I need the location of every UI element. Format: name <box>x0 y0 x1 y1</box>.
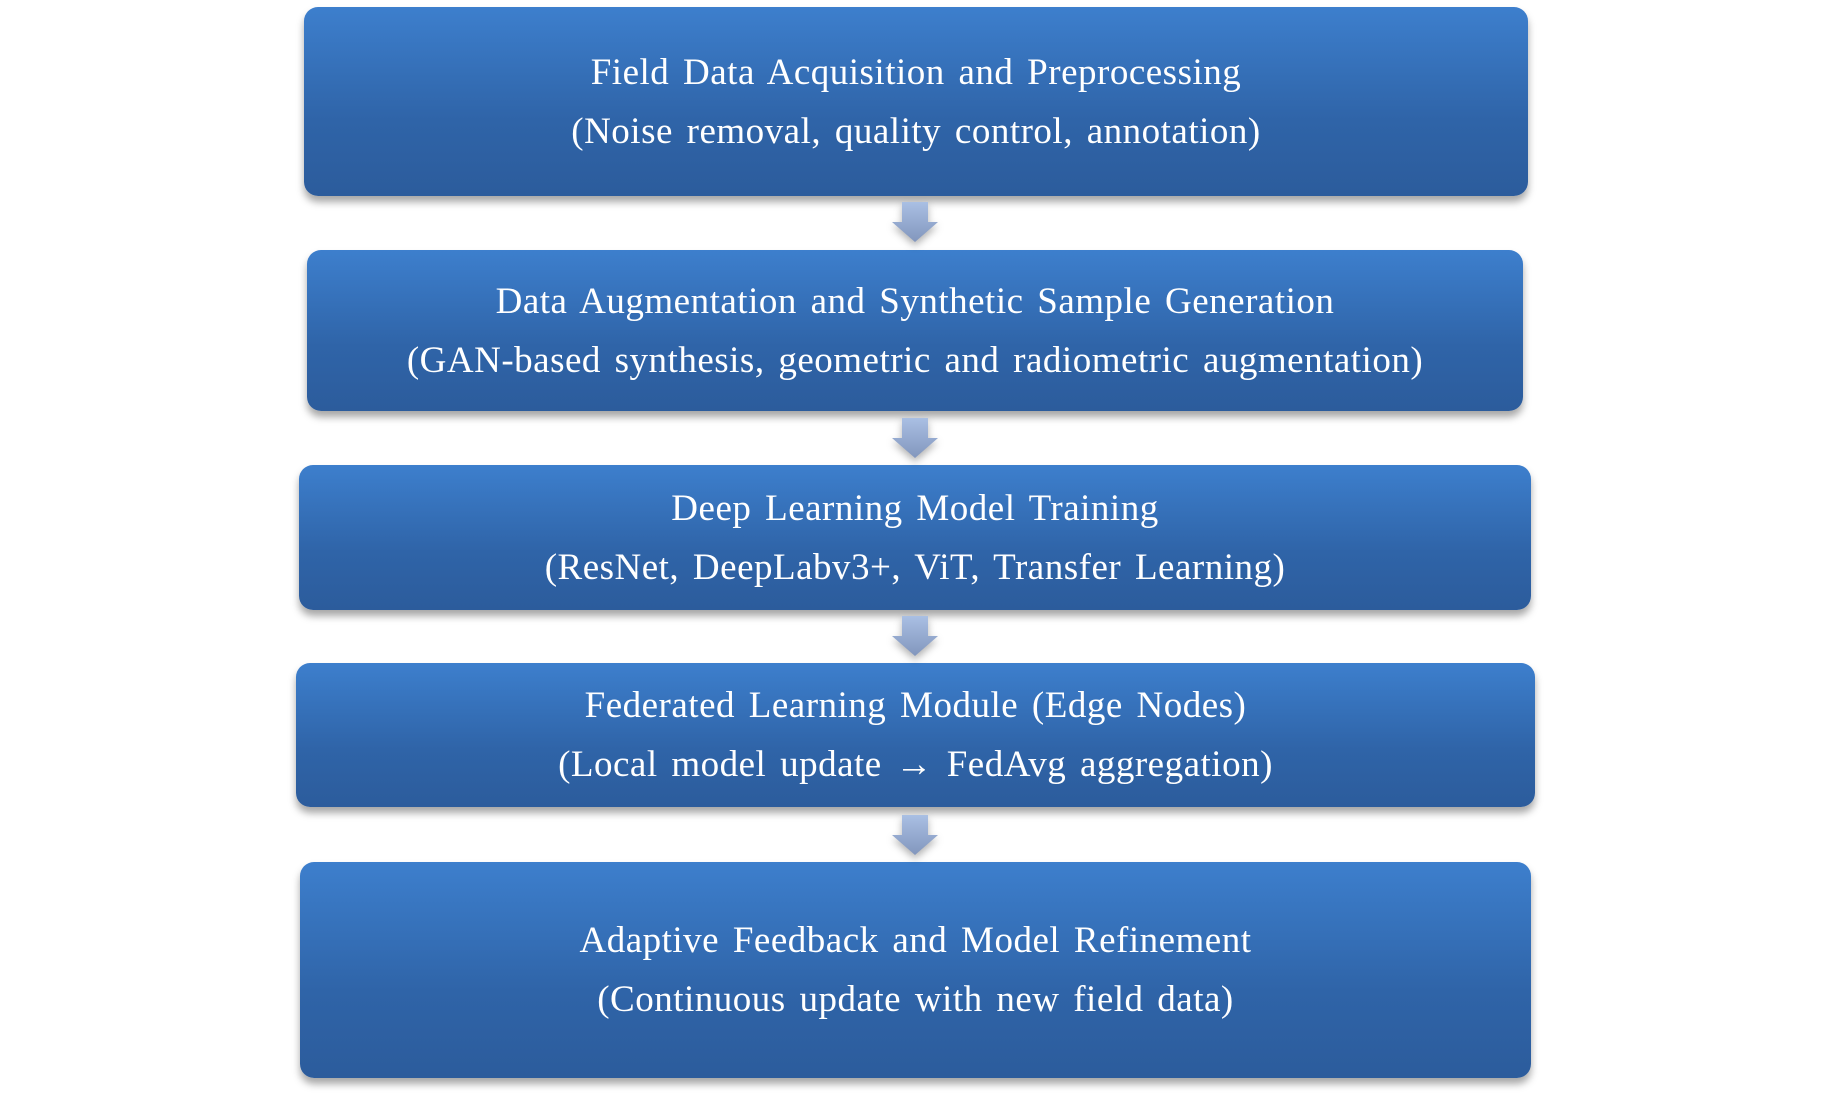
step-title: Field Data Acquisition and Preprocessing <box>590 51 1242 93</box>
step-subtitle: (Noise removal, quality control, annotat… <box>571 110 1261 152</box>
down-arrow-icon <box>892 815 938 855</box>
step-title: Federated Learning Module (Edge Nodes) <box>584 685 1247 726</box>
step-1-box: Field Data Acquisition and Preprocessing… <box>304 7 1528 196</box>
step-subtitle: (ResNet, DeepLabv3+, ViT, Transfer Learn… <box>544 546 1286 588</box>
step-2-box: Data Augmentation and Synthetic Sample G… <box>307 250 1523 411</box>
step-subtitle: (Local model update → FedAvg aggregation… <box>558 744 1273 785</box>
step-title: Adaptive Feedback and Model Refinement <box>579 920 1252 961</box>
step-subtitle: (GAN-based synthesis, geometric and radi… <box>406 339 1424 381</box>
step-4-box: Federated Learning Module (Edge Nodes) (… <box>296 663 1535 807</box>
step-5-box: Adaptive Feedback and Model Refinement (… <box>300 862 1531 1078</box>
step-3-box: Deep Learning Model Training (ResNet, De… <box>299 465 1531 610</box>
step-title: Deep Learning Model Training <box>671 487 1159 529</box>
step-subtitle: (Continuous update with new field data) <box>597 979 1234 1020</box>
down-arrow-icon <box>892 202 938 242</box>
down-arrow-icon <box>892 418 938 458</box>
down-arrow-icon <box>892 616 938 656</box>
step-title: Data Augmentation and Synthetic Sample G… <box>495 280 1335 322</box>
